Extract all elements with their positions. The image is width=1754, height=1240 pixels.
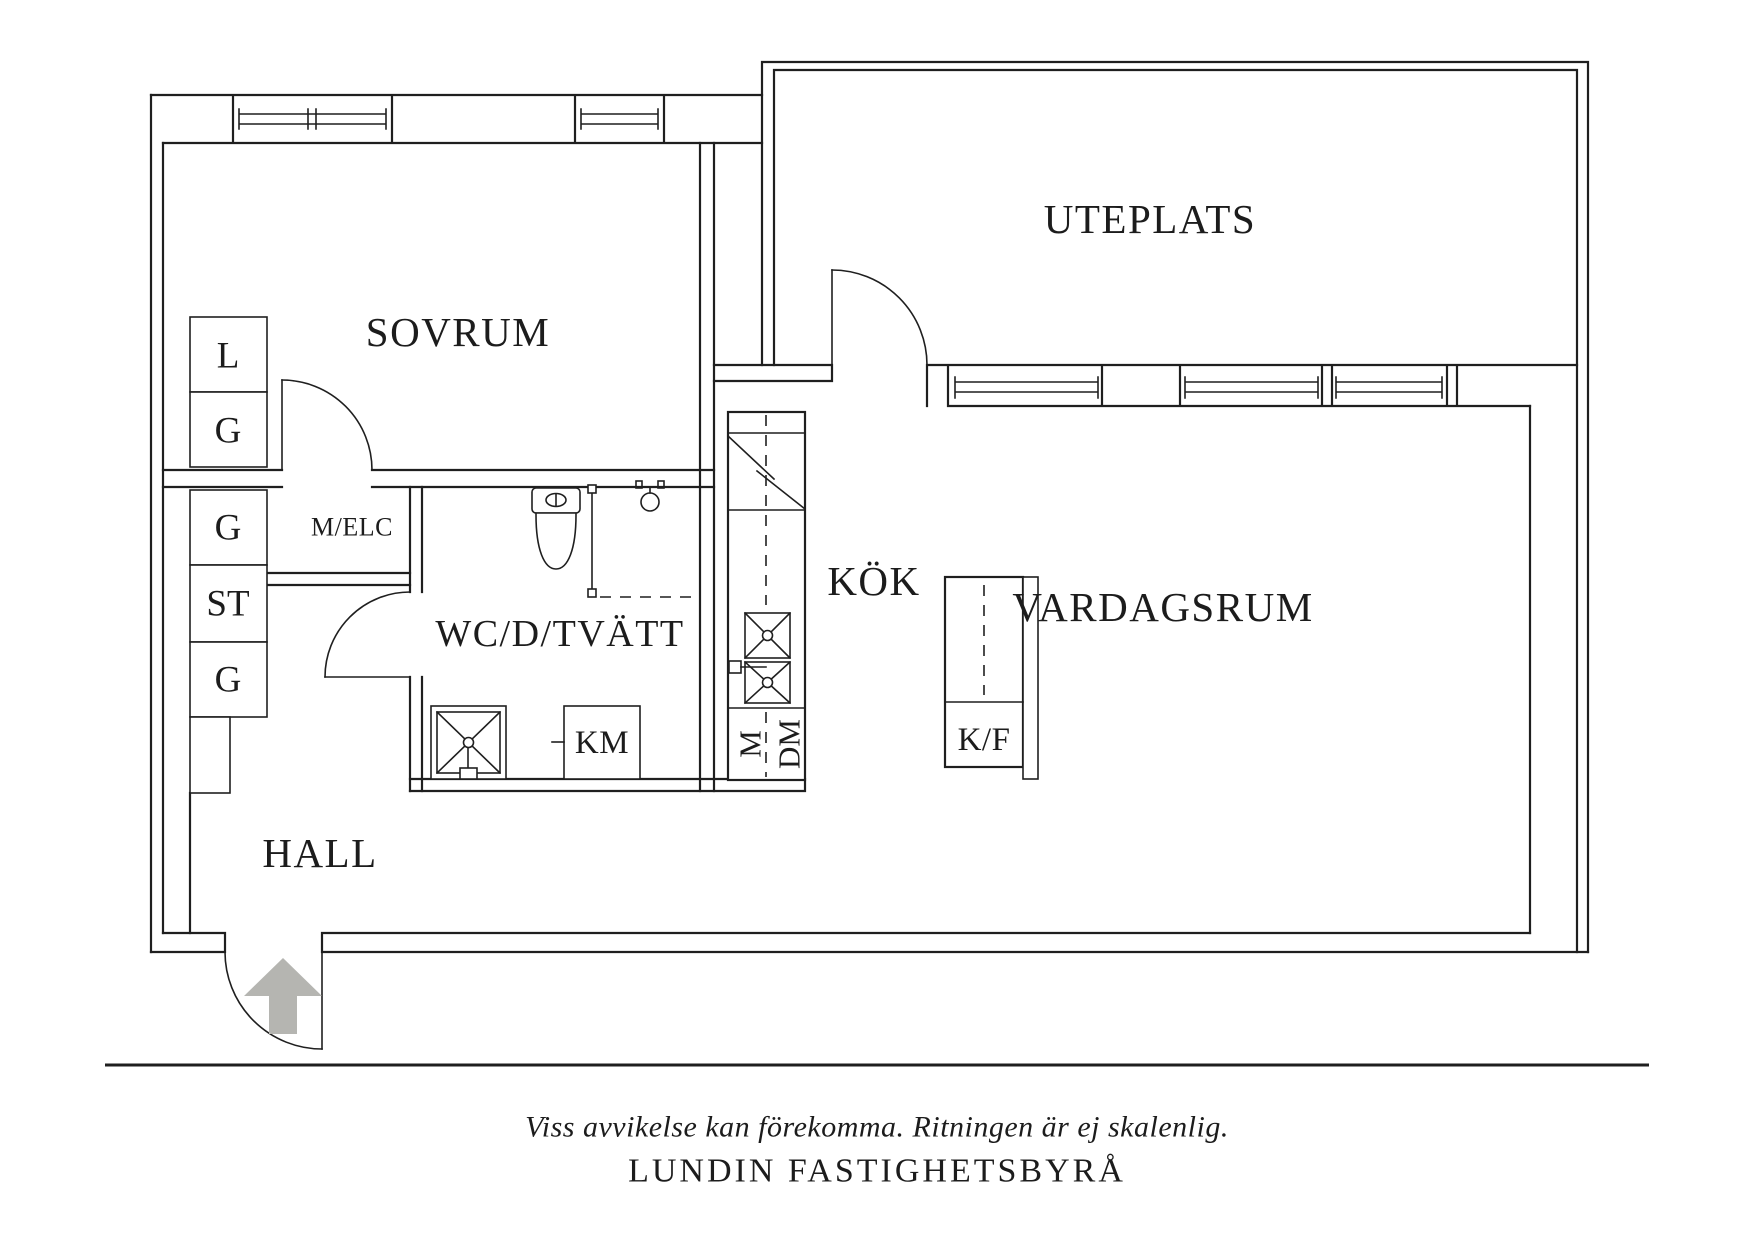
washing-machine-icon <box>430 705 507 780</box>
entry-door-swing <box>224 951 323 1050</box>
km-cabinet <box>551 705 641 780</box>
dm-label: DM <box>772 719 807 769</box>
room-label-sovrum: SOVRUM <box>366 309 550 355</box>
footer: Viss avvikelse kan förekomma. Ritningen … <box>105 1063 1649 1190</box>
room-label-hall: HALL <box>262 830 377 876</box>
closet-label-g3: G <box>215 660 242 701</box>
stove-icon <box>728 660 792 705</box>
closet-label-st: ST <box>206 584 249 625</box>
room-label-vardagsrum: VARDAGSRUM <box>1012 584 1313 630</box>
uteplats-door-swing <box>831 269 928 366</box>
shower-icon <box>587 480 700 598</box>
kf-label: K/F <box>958 722 1011 758</box>
entry-arrow-icon <box>244 958 322 1034</box>
closet-label-l: L <box>217 336 240 377</box>
km-label: KM <box>575 725 629 761</box>
kitchen-counter <box>726 410 807 782</box>
wc-door-swing <box>324 591 411 678</box>
closet-label-g2: G <box>215 508 242 549</box>
m-label: M <box>733 730 768 758</box>
footer-company: LUNDIN FASTIGHETSBYRÅ <box>628 1153 1126 1190</box>
window-icon <box>954 376 1443 399</box>
sovrum-door-swing <box>281 379 373 471</box>
room-label-melc: M/ELC <box>311 513 393 542</box>
sovrum-window-icon <box>238 108 659 130</box>
room-label-wc: WC/D/TVÄTT <box>435 613 684 655</box>
closet-label-g1: G <box>215 411 242 452</box>
interior-walls <box>161 141 834 935</box>
footer-disclaimer: Viss avvikelse kan förekomma. Ritningen … <box>525 1111 1229 1144</box>
closet-boxes <box>189 316 268 794</box>
vardagsrum-window-band <box>925 363 1579 408</box>
kf-unit <box>943 575 1039 780</box>
outer-walls <box>149 60 1590 954</box>
toilet-icon <box>531 487 581 570</box>
sink-icon <box>743 611 792 660</box>
room-label-kok: KÖK <box>827 558 920 604</box>
room-label-uteplats: UTEPLATS <box>1044 196 1256 242</box>
